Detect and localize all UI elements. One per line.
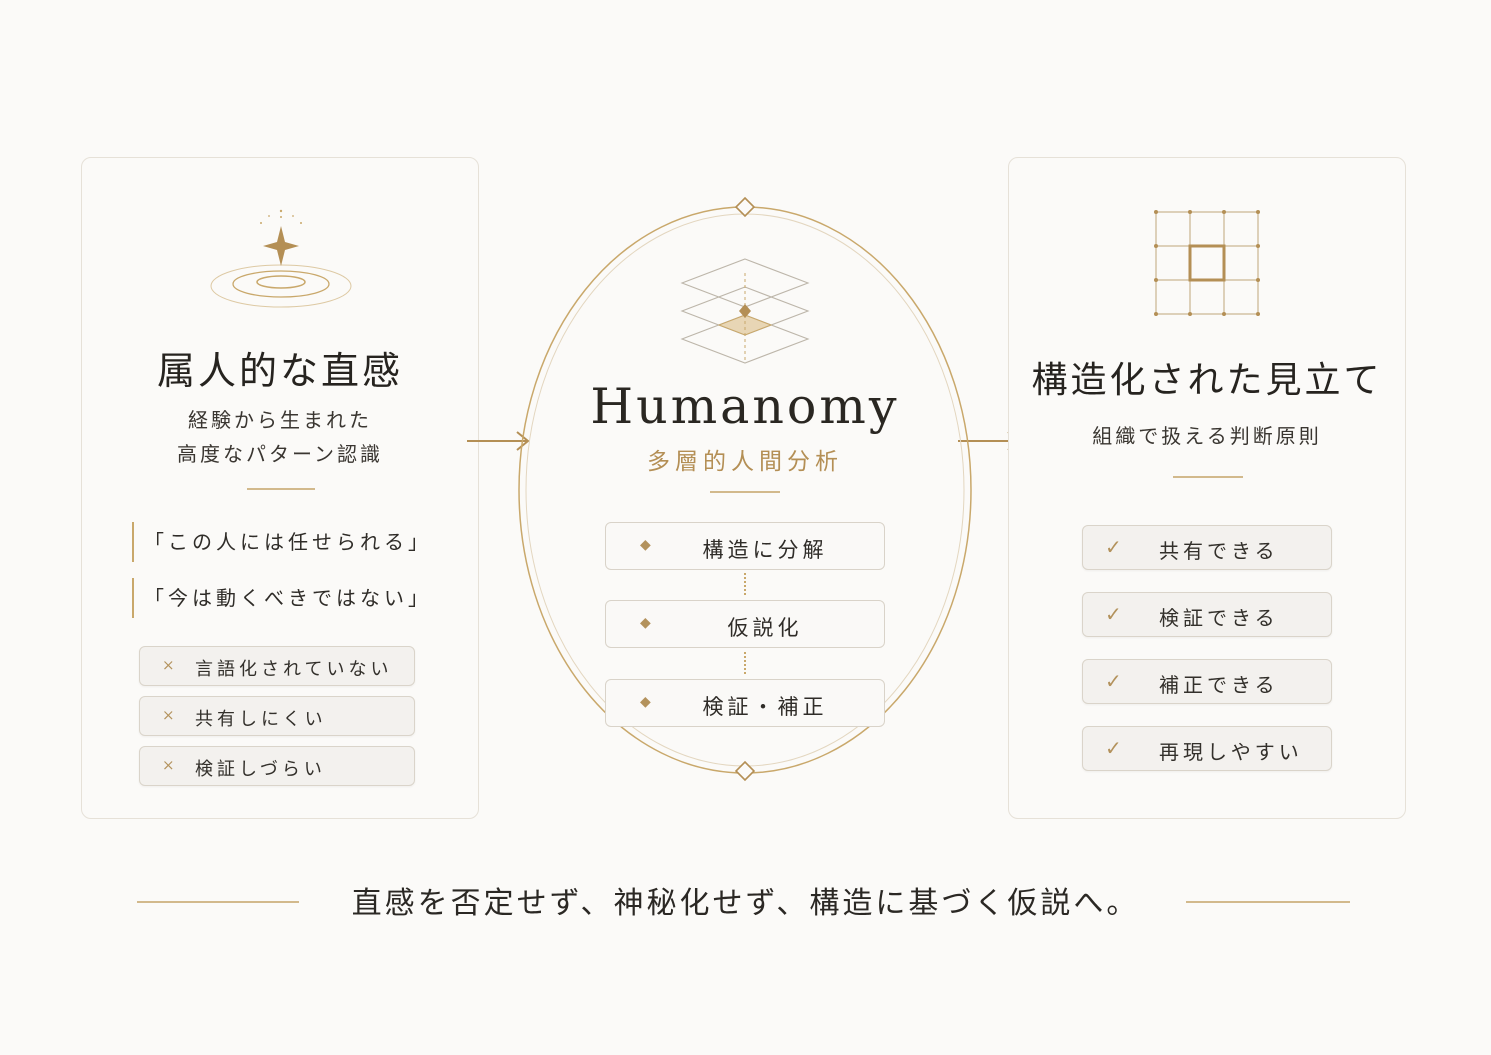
positive-item: ✓ 補正できる xyxy=(1082,659,1332,704)
cross-icon: × xyxy=(162,756,179,774)
positive-item: ✓ 検証できる xyxy=(1082,592,1332,637)
sparkle-ripple-icon xyxy=(210,209,352,308)
negative-item: × 言語化されていない xyxy=(139,646,415,686)
grid-square-icon xyxy=(1154,210,1260,316)
diamond-ornament-icon xyxy=(734,760,756,782)
process-step: ◆ 検証・補正 xyxy=(605,679,885,727)
negative-item: × 検証しづらい xyxy=(139,746,415,786)
check-icon: ✓ xyxy=(1105,669,1126,693)
positive-item-label: 検証できる xyxy=(1159,606,1279,630)
process-step-label: 検証・補正 xyxy=(702,695,828,719)
negative-item-label: 言語化されていない xyxy=(195,659,393,680)
intuition-title: 属人的な直感 xyxy=(156,349,403,393)
footer-rule-right xyxy=(1186,901,1350,903)
quote-item: 「今は動くべきではない」 xyxy=(132,578,432,618)
dotted-connector xyxy=(744,573,746,595)
check-icon: ✓ xyxy=(1105,535,1126,559)
positive-item-label: 補正できる xyxy=(1159,673,1279,697)
dotted-connector xyxy=(744,652,746,674)
positive-item-label: 共有できる xyxy=(1159,539,1279,563)
process-step-label: 仮説化 xyxy=(727,616,803,640)
diamond-bullet-icon: ◆ xyxy=(640,694,655,710)
intuition-panel: 属人的な直感 経験から生まれた 高度なパターン認識 「この人には任せられる」 「… xyxy=(81,157,479,819)
diamond-bullet-icon: ◆ xyxy=(640,615,655,631)
negative-item-label: 共有しにくい xyxy=(195,709,327,730)
stacked-layers-icon xyxy=(680,258,810,364)
positive-item: ✓ 共有できる xyxy=(1082,525,1332,570)
process-step: ◆ 仮説化 xyxy=(605,600,885,648)
positive-item: ✓ 再現しやすい xyxy=(1082,726,1332,771)
divider xyxy=(710,491,780,493)
diamond-ornament-icon xyxy=(734,196,756,218)
divider xyxy=(1173,476,1243,478)
structured-subtitle: 組織で扱える判断原則 xyxy=(1092,424,1322,448)
cross-icon: × xyxy=(162,656,179,674)
diamond-bullet-icon: ◆ xyxy=(640,537,655,553)
positive-item-label: 再現しやすい xyxy=(1159,740,1303,764)
intuition-subtitle-line2: 高度なパターン認識 xyxy=(177,442,383,466)
structured-panel: 構造化された見立て 組織で扱える判断原則 ✓ 共有できる ✓ 検証できる ✓ 補… xyxy=(1008,157,1406,819)
arrow-right-icon xyxy=(467,431,530,451)
footer-rule-left xyxy=(137,901,299,903)
cross-icon: × xyxy=(162,706,179,724)
quote-item: 「この人には任せられる」 xyxy=(132,522,432,562)
intuition-subtitle-line1: 経験から生まれた xyxy=(188,408,372,432)
check-icon: ✓ xyxy=(1105,602,1126,626)
brand-subtitle: 多層的人間分析 xyxy=(647,449,843,475)
check-icon: ✓ xyxy=(1105,736,1126,760)
center-oval-frame xyxy=(518,196,972,782)
structured-title: 構造化された見立て xyxy=(1031,360,1383,401)
process-step-label: 構造に分解 xyxy=(702,538,828,562)
intuition-subtitle: 経験から生まれた 高度なパターン認識 xyxy=(82,403,478,471)
divider xyxy=(247,488,315,490)
negative-item: × 共有しにくい xyxy=(139,696,415,736)
negative-item-label: 検証しづらい xyxy=(195,759,326,780)
process-step: ◆ 構造に分解 xyxy=(605,522,885,570)
footer-tagline: 直感を否定せず、神秘化せず、構造に基づく仮説へ。 xyxy=(351,886,1140,921)
brand-title: Humanomy xyxy=(590,378,900,435)
